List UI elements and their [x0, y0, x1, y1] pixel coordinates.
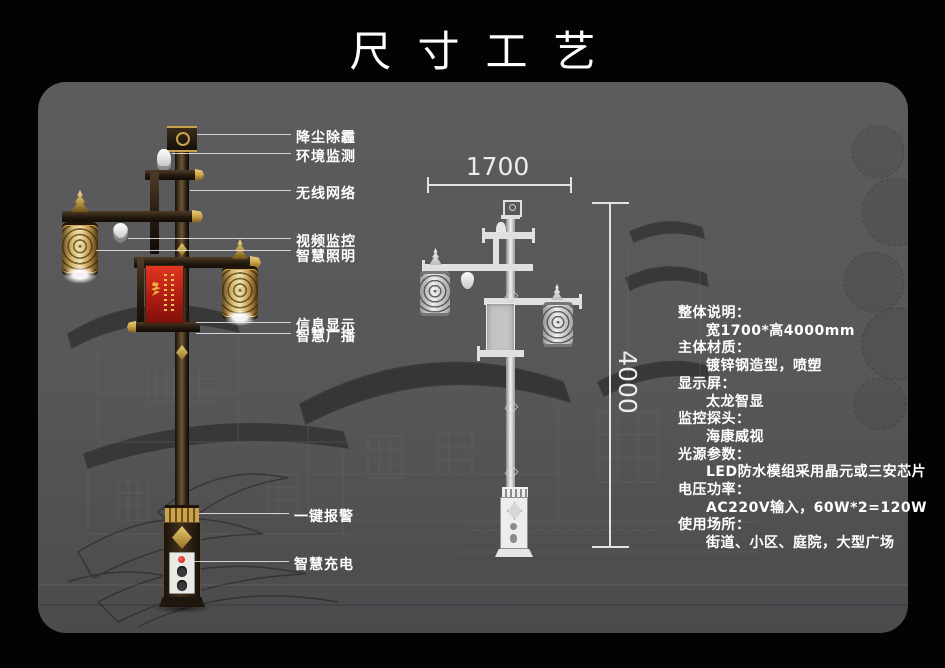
callout-wireless-network: 无线网络 — [296, 186, 356, 202]
height-dimension-label: 4000 — [613, 350, 642, 414]
spec-heading: 监控探头： — [678, 411, 751, 428]
la-right-lantern — [543, 302, 573, 347]
spec-value: LED防水模组采用晶元或三安芯片 — [706, 464, 927, 481]
callout-video-surveillance: 视频监控 — [296, 234, 356, 250]
banner-frame-left — [137, 258, 144, 332]
callout-smart-broadcast: 智慧广播 — [296, 329, 356, 345]
leader-line — [196, 322, 291, 323]
spec-heading: 整体说明： — [678, 305, 751, 321]
la-sensor — [496, 222, 506, 238]
width-dim-tick-left — [427, 177, 429, 193]
height-dim-tick-bottom — [592, 546, 629, 548]
spec-heading: 电压功率： — [678, 482, 751, 499]
banner-calligraphy-mark — [151, 282, 161, 296]
leader-line — [199, 513, 289, 514]
spec-value: 海康威视 — [706, 428, 764, 445]
spec-value: 太龙智显 — [706, 393, 764, 410]
banner-arm-bottom-gold-tip — [127, 321, 136, 333]
base-diamond-ornament — [172, 526, 192, 549]
la-right-finial — [551, 284, 563, 300]
width-dimension-label: 1700 — [465, 152, 530, 181]
leader-line — [189, 561, 289, 562]
spec-heading: 显示屏： — [678, 375, 736, 392]
la-left-lantern — [420, 271, 450, 316]
callout-env-monitoring: 环境监测 — [296, 149, 356, 165]
left-lantern-glow — [63, 266, 97, 284]
leader-line — [172, 153, 291, 154]
la-banner — [486, 303, 515, 355]
banner-text-columns — [164, 274, 178, 312]
charging-outlet — [177, 580, 187, 591]
charging-panel — [169, 552, 195, 594]
lantern-arm-left — [62, 211, 193, 222]
callout-one-key-alarm: 一键报警 — [294, 509, 354, 525]
charging-outlet — [177, 566, 187, 577]
spec-heading: 光源参数： — [678, 446, 751, 463]
crossarm-top — [145, 170, 197, 180]
lamp-top-cap — [167, 126, 197, 152]
width-dimension-line — [427, 184, 572, 186]
dome-camera-icon — [113, 223, 128, 243]
la-pole — [506, 215, 515, 555]
banner-arm-top-gold-tip — [250, 256, 261, 269]
leader-line — [190, 190, 291, 191]
spec-value: AC220V输入，60W*2=120W — [706, 499, 928, 516]
callout-info-display: 信息显示 — [296, 318, 356, 334]
banner-arm-bottom — [134, 322, 200, 332]
spec-heading: 使用场所： — [678, 517, 751, 534]
right-lantern-glow — [224, 310, 256, 326]
height-dimension-line — [609, 202, 611, 548]
pole-ornament-mid — [176, 345, 188, 360]
la-lantern-arm — [424, 264, 533, 271]
page-title: 尺寸工艺 — [349, 27, 622, 76]
leader-line — [96, 250, 291, 251]
spec-value: 宽1700*高4000mm — [706, 322, 855, 339]
la-lattice-stub — [493, 239, 499, 269]
height-dim-tick-top — [592, 202, 629, 204]
spec-value: 街道、小区、庭院，大型广场 — [706, 535, 895, 552]
leader-line — [128, 238, 291, 239]
background-architecture-sketch — [38, 125, 908, 628]
base-foot — [159, 597, 205, 607]
crossarm-top-gold-tip — [195, 169, 204, 181]
leader-line — [196, 333, 291, 334]
la-cap-line — [501, 215, 520, 219]
banner-arm-top — [134, 257, 252, 268]
ground-shadow — [150, 604, 214, 613]
pole-ornament-upper — [177, 243, 187, 256]
lantern-arm-gold-tip — [192, 210, 203, 223]
alarm-button — [178, 556, 185, 563]
environment-sensor — [157, 149, 171, 170]
spec-list: 整体说明： 宽1700*高4000mm 主体材质： 镀锌钢造型，喷塑 显示屏： … — [678, 305, 928, 553]
width-dim-tick-right — [570, 177, 572, 193]
la-base-foot — [495, 549, 533, 557]
cap-emblem-icon — [176, 132, 190, 146]
leader-line — [197, 134, 291, 135]
la-base-body — [500, 497, 528, 549]
callout-smart-lighting: 智慧照明 — [296, 249, 356, 265]
callout-dust-haze-removal: 降尘除霾 — [296, 130, 356, 146]
la-base-collar — [502, 487, 528, 499]
spec-heading: 主体材质： — [678, 340, 751, 357]
display-banner — [145, 265, 184, 324]
callout-smart-charging: 智慧充电 — [294, 557, 354, 573]
spec-value: 镀锌钢造型，喷塑 — [706, 358, 822, 375]
la-crossarm-top — [484, 232, 533, 239]
la-banner-arm-bottom — [479, 350, 524, 357]
la-banner-arm-top — [484, 298, 581, 305]
la-dome-camera-icon — [461, 272, 474, 289]
